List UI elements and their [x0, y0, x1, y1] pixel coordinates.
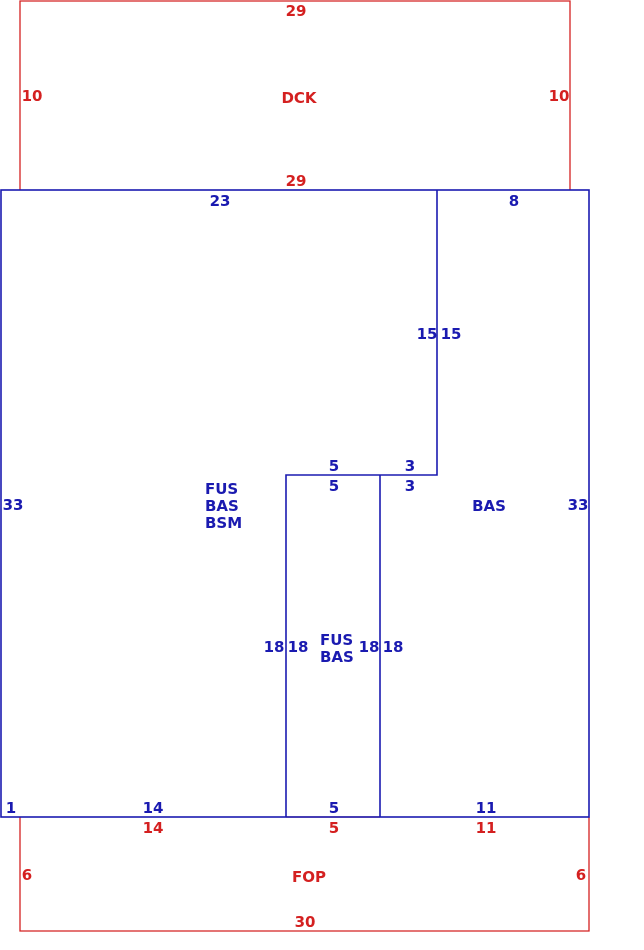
porch-top-left-dim: 14 [143, 819, 164, 837]
step-dim-a: 3 [405, 457, 415, 475]
deck-bottom-dim: 29 [286, 172, 307, 190]
step-dim-b: 3 [405, 477, 415, 495]
deck-area-label: DCK [281, 89, 317, 107]
deck-outline-path [19, 0, 571, 190]
inner-top-dim-a: 5 [329, 457, 339, 475]
left-area-label-1: FUS [205, 480, 238, 498]
left-area-label-2: BAS [205, 497, 239, 515]
porch-area-label: FOP [292, 868, 326, 886]
center-left-dim-b: 18 [288, 638, 309, 656]
main-bottom-right-dim: 11 [476, 799, 497, 817]
notch-left-dim: 15 [417, 325, 438, 343]
notch-right-dim: 15 [441, 325, 462, 343]
center-area-label-2: BAS [320, 648, 354, 666]
right-area-label: BAS [472, 497, 506, 515]
porch-left-dim: 6 [22, 866, 32, 884]
bottom-one-dim: 1 [6, 799, 16, 817]
deck-left-dim: 10 [22, 87, 43, 105]
center-right-dim-b: 18 [383, 638, 404, 656]
porch-outline-path [19, 817, 590, 932]
main-perimeter [0, 189, 590, 818]
main-bottom-left-dim: 14 [143, 799, 164, 817]
main-top-left-dim: 23 [210, 192, 231, 210]
left-area-label-3: BSM [205, 514, 242, 532]
center-left-dim-a: 18 [264, 638, 285, 656]
main-top-right-dim: 8 [509, 192, 519, 210]
inner-top-dim-b: 5 [329, 477, 339, 495]
main-bottom-center-dim: 5 [329, 799, 339, 817]
porch-top-right-dim: 11 [476, 819, 497, 837]
main-right-dim: 33 [568, 496, 589, 514]
deck-right-dim: 10 [549, 87, 570, 105]
deck-top-dim: 29 [286, 2, 307, 20]
main-left-dim: 33 [3, 496, 24, 514]
center-area-label-1: FUS [320, 631, 353, 649]
porch-right-dim: 6 [576, 866, 586, 884]
center-right-dim-a: 18 [359, 638, 380, 656]
deck-outline [19, 0, 571, 190]
main-inner-wall-left [285, 190, 438, 817]
main-outline [0, 189, 590, 818]
porch-bottom-dim: 30 [295, 913, 316, 931]
porch-top-center-dim: 5 [329, 819, 339, 837]
